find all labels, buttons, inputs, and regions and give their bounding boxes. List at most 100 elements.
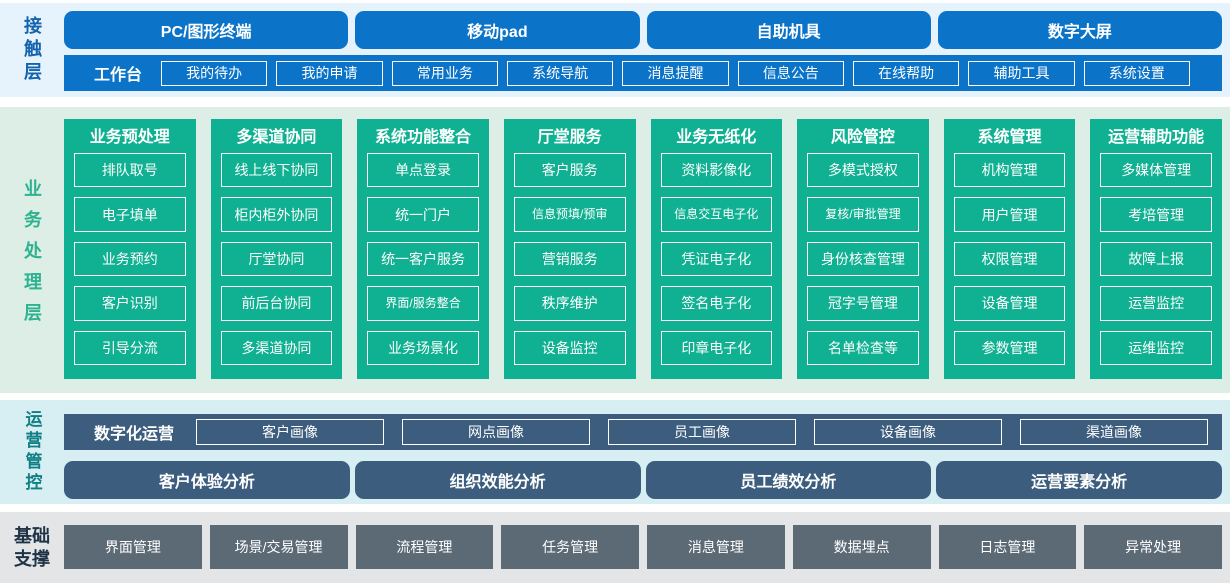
column-title: 运营辅助功能: [1108, 129, 1205, 146]
business-column: 运营辅助功能 多媒体管理 考培管理 故障上报 运营监控: [1090, 119, 1222, 379]
column-item: 复核/审批管理: [807, 197, 919, 232]
business-layer-section: 业务处理层 业务预处理 排队取号 电子填单 业务预: [0, 107, 1230, 393]
architecture-diagram: 接触层 PC/图形终端 移动pad 自助机具 数字大屏 工作台 我的待: [0, 3, 1230, 583]
base-item: 流程管理: [355, 525, 494, 569]
contact-layer-label: 接触层: [22, 15, 42, 85]
column-item: 印章电子化: [660, 330, 773, 366]
column-item: 签名电子化: [660, 286, 773, 321]
column-items: 排队取号 电子填单 业务预约 客户识别 引导分流: [64, 151, 196, 379]
base-item: 异常处理: [1084, 525, 1222, 569]
workbench-items: 我的待办 我的申请 常用业务 系统导航 消息提醒 信息公告 在线帮助 辅助工具: [161, 60, 1190, 86]
column-item: 机构管理: [953, 153, 1066, 188]
base-item: 消息管理: [647, 525, 785, 569]
workbench-item: 常用业务: [391, 60, 498, 86]
column-title: 业务无纸化: [676, 129, 757, 146]
device-button: 自助机具: [646, 11, 931, 49]
device-button: 数字大屏: [937, 11, 1222, 49]
profile-item: 网点画像: [402, 419, 591, 445]
column-item: 用户管理: [953, 197, 1066, 232]
base-item: 日志管理: [938, 525, 1077, 569]
contact-layer-side: 接触层: [0, 3, 64, 97]
column-item: 线上线下协同: [220, 153, 333, 188]
ops-layer-content: 数字化运营 客户画像 网点画像 员工画像 设备画像 渠道画像: [64, 400, 1230, 504]
column-title: 厅堂服务: [537, 129, 602, 146]
column-item: 统一客户服务: [367, 241, 479, 277]
business-column: 业务无纸化 资料影像化 信息交互电子化 凭证电子化 签名电子化: [650, 119, 783, 379]
analysis-button: 组织效能分析: [354, 461, 641, 499]
business-layer-content: 业务预处理 排队取号 电子填单 业务预约 客户识别: [64, 107, 1230, 393]
column-item: 考培管理: [1100, 197, 1212, 232]
column-title: 风险管控: [830, 129, 895, 146]
workbench-bar: 工作台 我的待办 我的申请 常用业务 系统导航 消息提醒 信息公告: [64, 55, 1222, 91]
column-item: 参数管理: [953, 330, 1066, 366]
base-item: 界面管理: [64, 525, 202, 569]
analysis-button: 员工绩效分析: [645, 461, 932, 499]
business-column: 厅堂服务 客户服务 信息预填/预审 营销服务 秩序维护: [503, 119, 636, 379]
column-title: 多渠道协同: [236, 129, 317, 146]
column-item: 厅堂协同: [220, 241, 333, 277]
workbench-item: 辅助工具: [968, 60, 1075, 86]
column-item: 业务预约: [74, 241, 186, 277]
column-item: 前后台协同: [220, 286, 333, 321]
business-column: 多渠道协同 线上线下协同 柜内柜外协同 厅堂协同 前后台协同: [210, 119, 343, 379]
workbench-item: 信息公告: [737, 60, 844, 86]
column-item: 客户服务: [513, 153, 626, 188]
workbench-item: 消息提醒: [622, 60, 729, 86]
column-item: 界面/服务整合: [367, 286, 479, 321]
business-column: 系统管理 机构管理 用户管理 权限管理 设备管理: [943, 119, 1076, 379]
ops-layer-side: 运营管控: [0, 400, 64, 504]
base-item: 数据埋点: [792, 525, 931, 569]
column-item: 引导分流: [74, 330, 186, 366]
column-item: 营销服务: [513, 241, 626, 277]
column-item: 运维监控: [1100, 330, 1212, 366]
profile-item: 设备画像: [814, 419, 1003, 445]
column-item: 单点登录: [367, 153, 479, 188]
column-item: 电子填单: [74, 197, 186, 232]
column-title: 业务预处理: [89, 129, 170, 146]
contact-layer-content: PC/图形终端 移动pad 自助机具 数字大屏 工作台 我的待办 我的申请: [64, 3, 1230, 97]
digital-ops-label: 数字化运营: [94, 426, 175, 443]
workbench-label: 工作台: [94, 67, 143, 84]
column-title: 系统管理: [977, 129, 1042, 146]
column-item: 业务场景化: [367, 330, 479, 366]
business-layer-side: 业务处理层: [0, 107, 64, 393]
base-layer-content: 界面管理 场景/交易管理 流程管理 任务管理 消息管理 数据埋点 日志管理 异常…: [64, 512, 1230, 583]
business-column: 风险管控 多模式授权 复核/审批管理 身份核查管理 冠字号管理: [797, 119, 929, 379]
column-item: 多媒体管理: [1100, 153, 1212, 188]
column-item: 资料影像化: [660, 153, 773, 188]
column-item: 客户识别: [74, 286, 186, 321]
column-items: 客户服务 信息预填/预审 营销服务 秩序维护 设备监控: [504, 151, 636, 379]
column-item: 冠字号管理: [807, 286, 919, 321]
column-item: 运营监控: [1100, 286, 1212, 321]
base-layer-section: 基础支撑 界面管理 场景/交易管理 流程管理 任务管理 消息管理 数据埋点 日志…: [0, 512, 1230, 583]
column-item: 排队取号: [74, 153, 186, 188]
business-layer-label: 业务处理层: [22, 179, 42, 334]
column-items: 多媒体管理 考培管理 故障上报 运营监控 运维监控: [1090, 151, 1222, 379]
workbench-item: 在线帮助: [852, 60, 960, 86]
analysis-row: 客户体验分析 组织效能分析 员工绩效分析 运营要素分析: [64, 461, 1222, 499]
ops-layer-section: 运营管控 数字化运营 客户画像 网点画像 员工画像 设备画像 渠道画像: [0, 400, 1230, 504]
profile-items: 客户画像 网点画像 员工画像 设备画像 渠道画像: [196, 419, 1209, 445]
profile-item: 渠道画像: [1020, 419, 1209, 445]
workbench-item: 系统设置: [1083, 60, 1190, 86]
business-column: 系统功能整合 单点登录 统一门户 统一客户服务 界面/服务整合: [357, 119, 489, 379]
column-title: 系统功能整合: [375, 129, 472, 146]
column-item: 多渠道协同: [220, 330, 333, 366]
base-items: 界面管理 场景/交易管理 流程管理 任务管理 消息管理 数据埋点 日志管理 异常…: [64, 525, 1222, 569]
column-items: 资料影像化 信息交互电子化 凭证电子化 签名电子化 印章电子化: [651, 151, 783, 379]
column-item: 凭证电子化: [660, 241, 773, 277]
base-item: 任务管理: [501, 525, 639, 569]
device-button: PC/图形终端: [64, 11, 349, 49]
column-item: 故障上报: [1100, 241, 1212, 277]
column-item: 统一门户: [367, 197, 479, 232]
column-item: 身份核查管理: [807, 241, 919, 277]
device-row: PC/图形终端 移动pad 自助机具 数字大屏: [64, 11, 1222, 49]
column-items: 机构管理 用户管理 权限管理 设备管理 参数管理: [944, 151, 1076, 379]
column-item: 名单检查等: [807, 330, 919, 366]
ops-layer-label: 运营管控: [22, 410, 42, 494]
column-items: 线上线下协同 柜内柜外协同 厅堂协同 前后台协同 多渠道协同: [211, 151, 343, 379]
profile-item: 客户画像: [196, 419, 385, 445]
column-item: 信息预填/预审: [513, 197, 626, 232]
contact-layer-section: 接触层 PC/图形终端 移动pad 自助机具 数字大屏 工作台 我的待: [0, 3, 1230, 97]
business-column: 业务预处理 排队取号 电子填单 业务预约 客户识别: [64, 119, 196, 379]
